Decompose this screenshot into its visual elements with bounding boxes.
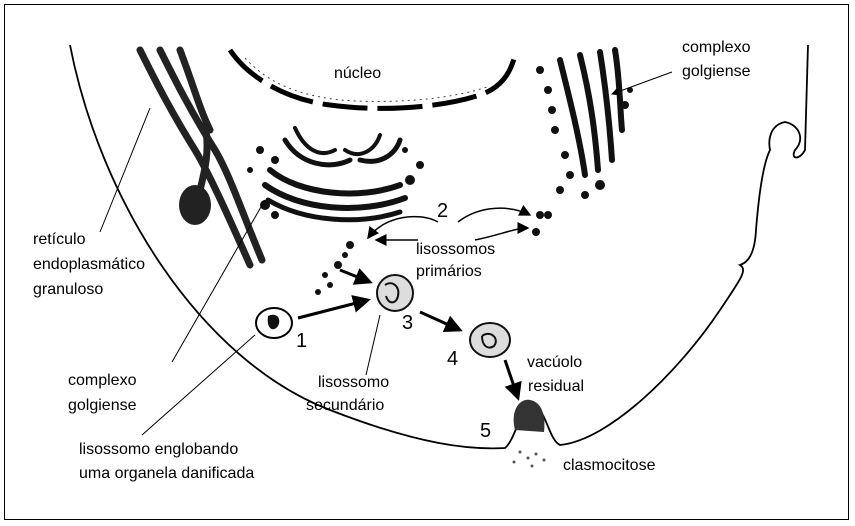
clasmocytosis-vesicle [514, 400, 545, 432]
label-clasmocytosis: clasmocitose [563, 456, 655, 475]
golgi-stack-right [560, 50, 622, 175]
er-vesicle [179, 185, 211, 225]
label-residual-vacuole-line1: vacúolo [527, 353, 582, 372]
label-rough-er-line2: endoplasmático [33, 255, 145, 274]
label-rough-er-line3: granuloso [33, 280, 103, 299]
label-nucleus: núcleo [334, 64, 381, 83]
label-primary-lysosomes-line2: primários [416, 262, 482, 281]
step-number-2: 2 [437, 200, 448, 222]
step-number-3: 3 [402, 312, 413, 334]
label-secondary-lysosome-line2: secundário [306, 396, 384, 415]
rough-er [140, 50, 262, 265]
step-number-4: 4 [447, 348, 458, 370]
label-secondary-lysosome-line1: lisossomo [318, 373, 389, 392]
label-rough-er-line1: retículo [33, 230, 85, 249]
golgi-stack-center [265, 128, 405, 220]
label-golgi-bottom-line2: golgiense [68, 396, 137, 415]
label-golgi-top-line1: complexo [682, 38, 750, 57]
label-primary-lysosomes-line1: lisossomos [416, 240, 495, 259]
step-number-5: 5 [480, 420, 491, 442]
label-engulfing-lysosome-line1: lisossomo englobando [79, 440, 238, 459]
exocytosed-material [513, 451, 546, 468]
label-residual-vacuole-line2: residual [528, 377, 584, 396]
residual-vacuole [470, 323, 510, 357]
step-number-1: 1 [296, 330, 307, 352]
secondary-lysosome [377, 275, 413, 311]
label-golgi-top-line2: golgiense [682, 62, 751, 81]
label-golgi-bottom-line1: complexo [68, 371, 136, 390]
label-engulfing-lysosome-line2: uma organela danificada [79, 464, 254, 483]
process-arrows [298, 208, 530, 398]
